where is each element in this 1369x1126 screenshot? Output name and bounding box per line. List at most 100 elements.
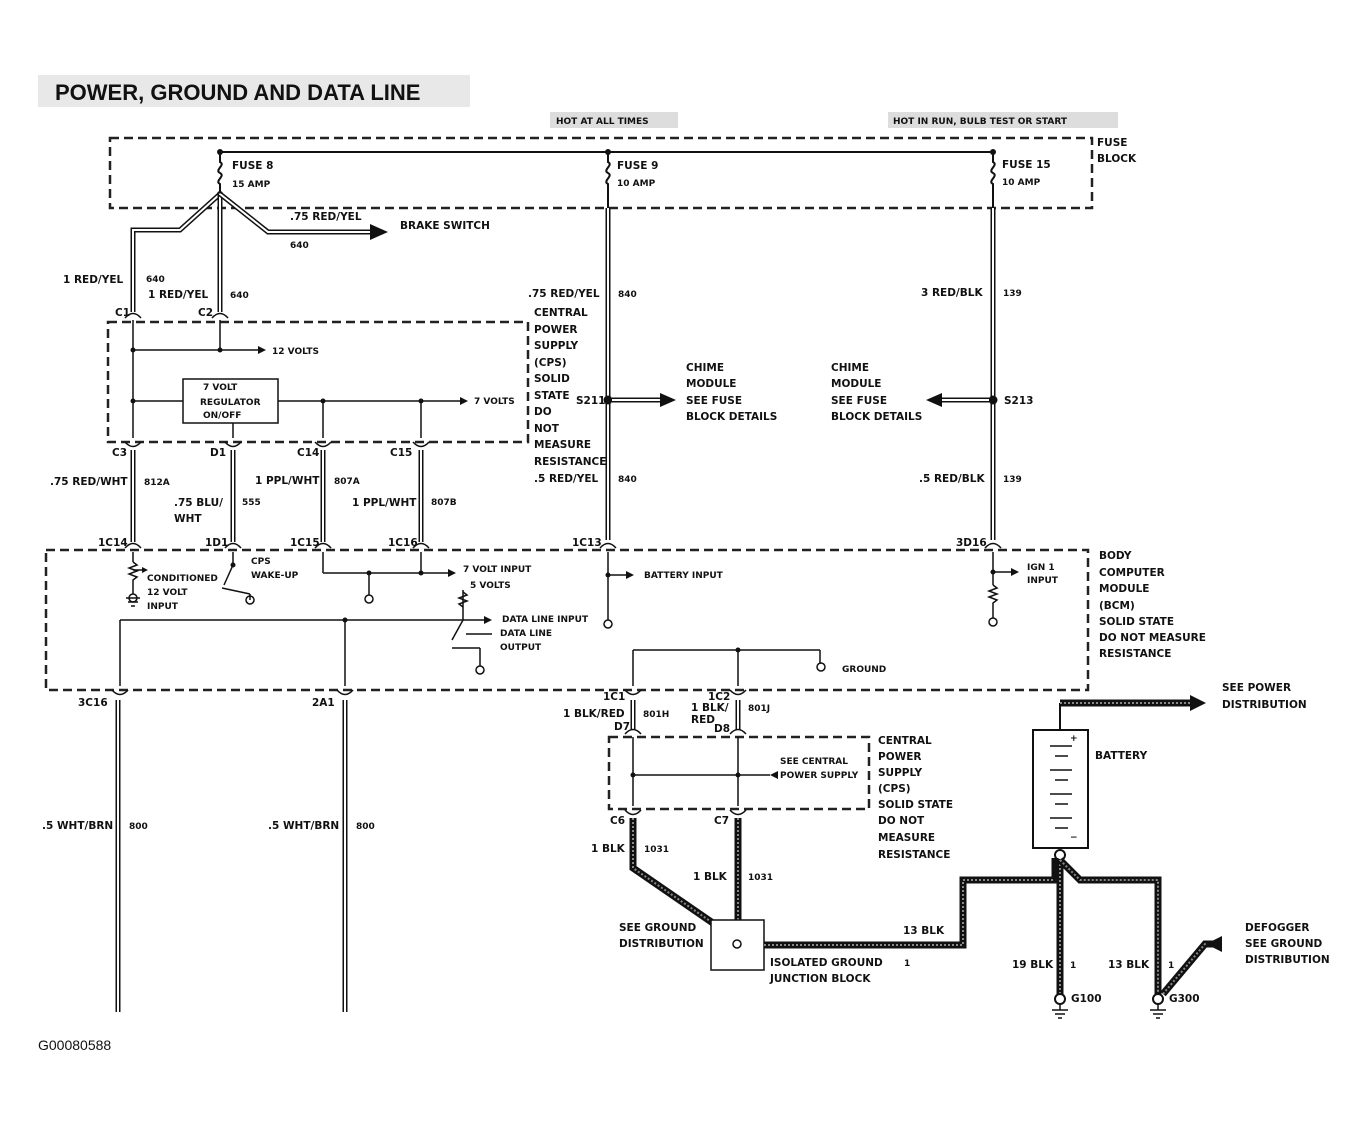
c3-circuit-label: 812A bbox=[144, 478, 170, 488]
svg-text:(CPS): (CPS) bbox=[534, 357, 567, 369]
c14-circuit-label: 807A bbox=[334, 477, 360, 487]
g2-wire-label-2: RED bbox=[691, 714, 715, 726]
svg-text:RESISTANCE: RESISTANCE bbox=[534, 456, 606, 468]
battery-icon bbox=[1032, 729, 1089, 849]
g1-circuit-label: 801H bbox=[643, 710, 669, 720]
svg-text:NOT: NOT bbox=[534, 423, 560, 435]
blk13b-wire-label: 13 BLK bbox=[1108, 959, 1150, 971]
cps-wake-label-2: WAKE-UP bbox=[251, 571, 299, 581]
chime1-line-1: CHIME bbox=[686, 362, 724, 374]
brake-switch-arrow-icon bbox=[370, 224, 388, 240]
blk19-circuit-label: 1 bbox=[1070, 961, 1076, 971]
regulator-label-3: ON/OFF bbox=[203, 411, 241, 421]
cps-bottom-see-1: SEE CENTRAL bbox=[780, 757, 848, 767]
data-line-output-label-2: OUTPUT bbox=[500, 643, 542, 653]
d8-label: D8 bbox=[714, 723, 730, 735]
cps-wake-ground-icon bbox=[245, 595, 255, 605]
svg-text:SUPPLY: SUPPLY bbox=[878, 767, 923, 779]
d1-wire-label-1: .75 BLU/ bbox=[174, 497, 223, 509]
chime2-line-4: BLOCK DETAILS bbox=[831, 411, 922, 423]
cps-bottom-see-2: POWER SUPPLY bbox=[780, 771, 859, 781]
svg-text:MODULE: MODULE bbox=[1099, 583, 1149, 595]
bcm-box bbox=[44, 548, 1090, 692]
c2-circuit-label: 640 bbox=[230, 291, 249, 301]
svg-text:SOLID STATE: SOLID STATE bbox=[878, 799, 953, 811]
c2-label: C2 bbox=[198, 307, 213, 319]
fuse-8-icon bbox=[217, 152, 223, 192]
s211-wire-label: .5 RED/YEL bbox=[534, 473, 599, 485]
fuse-8-name: FUSE 8 bbox=[232, 160, 273, 172]
defogger-line-1: DEFOGGER bbox=[1245, 922, 1309, 934]
cps-bottom-labels: CENTRAL POWER SUPPLY (CPS) SOLID STATE D… bbox=[878, 735, 953, 861]
c7-label: C7 bbox=[714, 815, 729, 827]
d1-circuit-label: 555 bbox=[242, 498, 261, 508]
f9-wire-label: .75 RED/YEL bbox=[528, 288, 600, 300]
g100-ground-icon bbox=[1052, 993, 1068, 1019]
see-power-arrow-icon bbox=[1190, 695, 1206, 711]
chime2-line-3: SEE FUSE bbox=[831, 395, 887, 407]
see-power-1: SEE POWER bbox=[1222, 682, 1291, 694]
b1d1-label: 1D1 bbox=[205, 537, 228, 549]
fuse-9-rating: 10 AMP bbox=[617, 179, 656, 189]
see-power-2: DISTRIBUTION bbox=[1222, 699, 1307, 711]
c6-circuit-label: 1031 bbox=[644, 845, 669, 855]
svg-text:−: − bbox=[1070, 833, 1078, 843]
chime2-line-2: MODULE bbox=[831, 378, 881, 390]
chime1-line-4: BLOCK DETAILS bbox=[686, 411, 777, 423]
ground-see-1: SEE GROUND bbox=[619, 922, 697, 934]
chime1-line-2: MODULE bbox=[686, 378, 736, 390]
g300-ground-icon bbox=[1150, 993, 1166, 1019]
diagram-title: POWER, GROUND AND DATA LINE bbox=[55, 80, 420, 105]
c15-wire-label: 1 PPL/WHT bbox=[352, 497, 417, 509]
conditioned-label-1: CONDITIONED bbox=[147, 574, 218, 584]
c6-wire-label: 1 BLK bbox=[591, 843, 626, 855]
data1-wire-label: .5 WHT/BRN bbox=[42, 820, 113, 832]
cps-bcm-harnesses bbox=[130, 450, 424, 542]
svg-text:DO NOT: DO NOT bbox=[878, 815, 925, 827]
bcm-labels: BODY COMPUTER MODULE (BCM) SOLID STATE D… bbox=[1099, 550, 1206, 660]
f15-wire-label: 3 RED/BLK bbox=[921, 287, 983, 299]
c6-label: C6 bbox=[610, 815, 625, 827]
fuse-15-icon bbox=[990, 152, 996, 208]
f15-circuit-label: 139 bbox=[1003, 289, 1022, 299]
data-output-ground-icon bbox=[475, 665, 485, 675]
data-line-input-label: DATA LINE INPUT bbox=[502, 615, 589, 625]
g2-circuit-label: 801J bbox=[748, 704, 770, 714]
g300-wire bbox=[1057, 857, 1162, 995]
isolated-ground-junction-block bbox=[710, 919, 765, 971]
fuse-15-rating: 10 AMP bbox=[1002, 178, 1041, 188]
data1-circuit-label: 800 bbox=[129, 822, 148, 832]
svg-text:BODY: BODY bbox=[1099, 550, 1132, 562]
g1c1-label: 1C1 bbox=[603, 691, 625, 703]
s213-splice-icon bbox=[988, 395, 998, 405]
fuse-block-label-2: BLOCK bbox=[1097, 153, 1137, 165]
regulator-label-2: REGULATOR bbox=[200, 398, 261, 408]
image-code: G00080588 bbox=[38, 1037, 111, 1053]
g300-label: G300 bbox=[1169, 993, 1200, 1005]
battery-input-ground-icon bbox=[603, 619, 613, 629]
svg-text:(BCM): (BCM) bbox=[1099, 600, 1135, 612]
c3-label: C3 bbox=[112, 447, 127, 459]
chime1-line-3: SEE FUSE bbox=[686, 395, 742, 407]
s213-label: S213 bbox=[1004, 395, 1033, 407]
svg-text:CENTRAL: CENTRAL bbox=[878, 735, 932, 747]
battery-label: BATTERY bbox=[1095, 750, 1148, 762]
s213-wire-label: .5 RED/BLK bbox=[919, 473, 985, 485]
five-volts-label: 5 VOLTS bbox=[470, 581, 511, 591]
c7-wire-label: 1 BLK bbox=[693, 871, 728, 883]
fuse-15-name: FUSE 15 bbox=[1002, 159, 1051, 171]
f9-circuit-label: 840 bbox=[618, 290, 637, 300]
brake-wire-label: .75 RED/YEL bbox=[290, 211, 362, 223]
svg-text:RESISTANCE: RESISTANCE bbox=[878, 849, 950, 861]
seven-volt-ground-icon bbox=[364, 594, 374, 604]
fuse-9-icon bbox=[605, 152, 611, 208]
svg-text:MEASURE: MEASURE bbox=[878, 832, 935, 844]
b1c13-label: 1C13 bbox=[572, 537, 602, 549]
b2a1-label: 2A1 bbox=[312, 697, 335, 709]
s211-circuit-label: 840 bbox=[618, 475, 637, 485]
g1c2-label: 1C2 bbox=[708, 691, 730, 703]
c14-wire-label: 1 PPL/WHT bbox=[255, 475, 320, 487]
svg-text:RESISTANCE: RESISTANCE bbox=[1099, 648, 1171, 660]
c1-label: C1 bbox=[115, 307, 130, 319]
